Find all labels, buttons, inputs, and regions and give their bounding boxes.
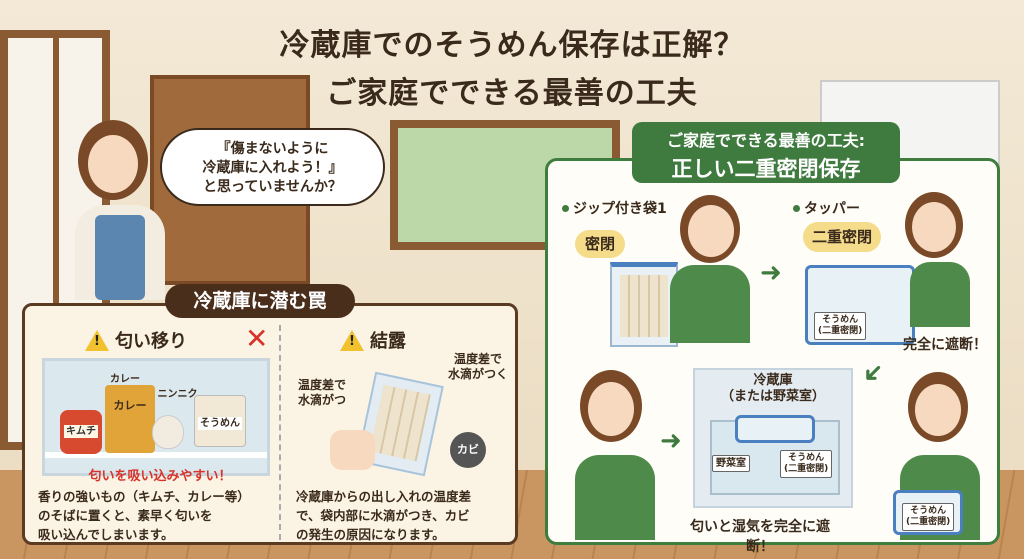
tupperware-label: そうめん(二重密閉) bbox=[814, 312, 867, 340]
fridge-label-line1: 冷蔵庫 bbox=[753, 373, 793, 388]
woman-face bbox=[588, 382, 634, 436]
title-line2: ご家庭でできる最善の工夫 bbox=[326, 76, 698, 111]
condensation-note-right: 温度差で 水滴がつく bbox=[448, 352, 508, 382]
woman-face bbox=[912, 202, 956, 252]
divider bbox=[279, 325, 281, 540]
odor-text-line: のそばに置くと、素早く匂いを bbox=[38, 508, 213, 523]
bullet-icon bbox=[793, 204, 800, 212]
arrow-right-icon: ➜ bbox=[760, 258, 782, 288]
curry-box: カレー bbox=[105, 385, 155, 453]
kimchi-label: キムチ bbox=[64, 425, 98, 438]
zip-bag-illustration bbox=[610, 262, 678, 347]
label-line: そうめん bbox=[910, 506, 947, 516]
step2-label-text: タッパー bbox=[804, 201, 860, 217]
worried-woman-face bbox=[88, 135, 138, 193]
tupperware-in-drawer bbox=[735, 415, 815, 443]
traps-header: 冷蔵庫に潜む罠 bbox=[165, 284, 355, 318]
garlic-illustration bbox=[152, 415, 184, 449]
held-container-label: そうめん(二重密閉) bbox=[902, 503, 955, 531]
condensation-text-line: で、袋内部に水滴がつき、カビ bbox=[296, 508, 470, 523]
odor-heading: ! 匂い移り bbox=[85, 327, 187, 353]
bullet-icon bbox=[562, 204, 569, 212]
label-line: そうめん bbox=[822, 315, 859, 325]
speech-bubble: 『傷まないように 冷蔵庫に入れよう！』 と思っていませんか？ bbox=[160, 128, 385, 206]
kimchi-jar: キムチ bbox=[60, 410, 102, 454]
condensation-text-line: 冷蔵庫からの出し入れの温度差 bbox=[296, 489, 472, 504]
step2-label: タッパー bbox=[793, 198, 860, 218]
odor-text-line: 吸い込んでしまいます。 bbox=[38, 527, 174, 542]
vegetable-drawer-label: 野菜室 bbox=[712, 455, 750, 472]
bubble-line2: 冷蔵庫に入れよう！』 bbox=[202, 160, 343, 176]
bubble-line3: と思っていませんか？ bbox=[203, 179, 342, 195]
label-line: (二重密閉) bbox=[818, 326, 863, 336]
cross-icon: ✕ bbox=[245, 322, 269, 355]
solution-header: ご家庭でできる最善の工夫: 正しい二重密閉保存 bbox=[632, 122, 900, 183]
odor-description: 香りの強いもの（キムチ、カレー等） のそばに置くと、素早く匂いを 吸い込んでしま… bbox=[38, 487, 250, 544]
condensation-heading: ! 結露 bbox=[340, 327, 406, 353]
step2-tag: 二重密閉 bbox=[803, 222, 881, 252]
title-line1: 冷蔵庫でのそうめん保存は正解？ bbox=[279, 28, 745, 63]
step1-tag: 密閉 bbox=[575, 230, 625, 258]
woman-face bbox=[915, 384, 961, 436]
bubble-line1: 『傷まないように bbox=[216, 141, 329, 157]
step2-note: 完全に遮断！ bbox=[903, 337, 987, 353]
green-apron bbox=[575, 455, 655, 540]
odor-warning: 匂いを吸い込みやすい！ bbox=[88, 469, 232, 484]
odor-heading-text: 匂い移り bbox=[115, 331, 187, 352]
note-line: 温度差で bbox=[454, 352, 503, 366]
somen-package: そうめん bbox=[194, 395, 246, 447]
mold-icon: カビ bbox=[450, 432, 486, 468]
hand-illustration bbox=[330, 430, 375, 470]
woman-face bbox=[688, 205, 734, 257]
drawer-container-label: そうめん(二重密閉) bbox=[780, 450, 833, 478]
step1-label-text: ジップ付き袋1 bbox=[573, 201, 667, 217]
note-line: 水滴がつ bbox=[298, 393, 347, 407]
warning-icon: ! bbox=[340, 329, 364, 351]
note-line: 水滴がつく bbox=[448, 367, 509, 381]
step1-label: ジップ付き袋1 bbox=[562, 198, 667, 218]
green-apron bbox=[670, 265, 750, 343]
apron bbox=[95, 215, 145, 300]
note-line: 温度差で bbox=[298, 378, 347, 392]
condensation-description: 冷蔵庫からの出し入れの温度差 で、袋内部に水滴がつき、カビ の発生の原因になりま… bbox=[296, 487, 471, 544]
odor-text-line: 香りの強いもの（キムチ、カレー等） bbox=[38, 489, 250, 504]
label-line: (二重密閉) bbox=[784, 464, 829, 474]
solution-header-line2: 正しい二重密閉保存 bbox=[671, 157, 861, 181]
somen-label: そうめん bbox=[198, 417, 242, 430]
label-line: (二重密閉) bbox=[906, 517, 951, 527]
condensation-text-line: の発生の原因になります。 bbox=[296, 527, 445, 542]
label-line: そうめん bbox=[788, 453, 825, 463]
arrow-right-icon: ➜ bbox=[660, 426, 682, 456]
solution-header-line1: ご家庭でできる最善の工夫: bbox=[666, 131, 866, 150]
warning-icon: ! bbox=[85, 329, 109, 351]
condensation-note-left: 温度差で 水滴がつ bbox=[298, 378, 346, 408]
solution-caption: 匂いと湿気を完全に遮断！ bbox=[690, 519, 830, 555]
fridge-label-line2: （または野菜室） bbox=[720, 389, 825, 404]
fridge-label: 冷蔵庫 （または野菜室） bbox=[693, 373, 853, 405]
condensation-heading-text: 結露 bbox=[370, 331, 406, 352]
green-apron bbox=[910, 262, 970, 327]
garlic-label: ニンニク bbox=[157, 389, 198, 400]
curry-label: カレー bbox=[113, 399, 147, 412]
curry-top-label: カレー bbox=[110, 374, 140, 385]
fridge-shelf bbox=[45, 452, 267, 458]
